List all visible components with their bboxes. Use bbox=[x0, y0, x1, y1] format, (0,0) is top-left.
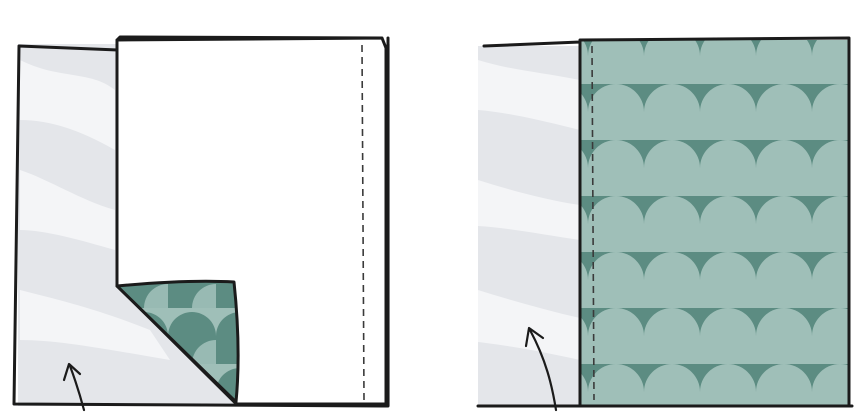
right-step-panel bbox=[478, 38, 852, 410]
right-fabric-streaks bbox=[478, 60, 580, 360]
left-step-panel bbox=[14, 37, 390, 410]
right-patterned-panel bbox=[580, 40, 850, 406]
